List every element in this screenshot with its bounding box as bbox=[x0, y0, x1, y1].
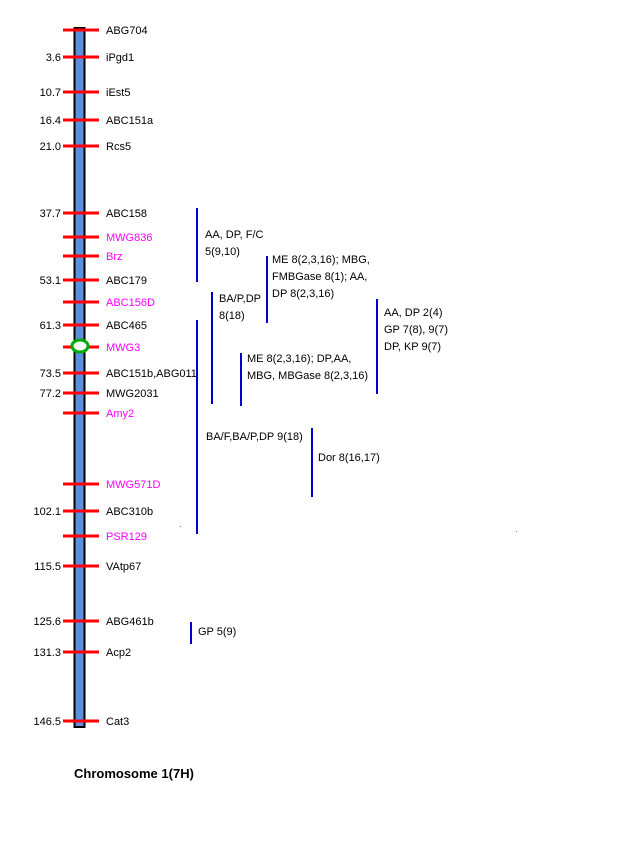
marker-label: Brz bbox=[106, 251, 123, 263]
stray-dot bbox=[180, 526, 181, 527]
qtl-label: Dor 8(16,17) bbox=[318, 452, 380, 464]
chromosome-bar bbox=[73, 27, 86, 728]
marker-position: 77.2 bbox=[40, 388, 61, 400]
qtl-label: ME 8(2,3,16); MBG, bbox=[272, 254, 370, 266]
marker-label: MWG3 bbox=[106, 342, 140, 354]
marker-label: ABG704 bbox=[106, 25, 148, 37]
marker-label: ABG461b bbox=[106, 616, 154, 628]
marker-label: ABC151b,ABG011 bbox=[106, 368, 197, 380]
marker-position: 115.5 bbox=[34, 561, 61, 573]
marker-label: iPgd1 bbox=[106, 52, 134, 64]
marker-label: ABC310b bbox=[106, 506, 153, 518]
qtl-label: GP 7(8), 9(7) bbox=[384, 324, 448, 336]
qtl-label: AA, DP, F/C bbox=[205, 229, 264, 241]
marker-position: 146.5 bbox=[33, 716, 61, 728]
marker-label: ABC158 bbox=[106, 208, 147, 220]
marker-position: 37.7 bbox=[40, 208, 61, 220]
marker-label: ABC179 bbox=[106, 275, 147, 287]
marker-position: 125.6 bbox=[33, 616, 61, 628]
marker-label: ABC151a bbox=[106, 115, 154, 127]
marker-label: VAtp67 bbox=[106, 561, 141, 573]
qtl-label: 8(18) bbox=[219, 310, 245, 322]
marker-position: 10.7 bbox=[40, 87, 61, 99]
marker-position: 3.6 bbox=[46, 52, 61, 64]
marker-position: 21.0 bbox=[40, 141, 61, 153]
marker-label: MWG2031 bbox=[106, 388, 159, 400]
marker-label: iEst5 bbox=[106, 87, 130, 99]
marker-position: 61.3 bbox=[40, 320, 61, 332]
marker-label: Cat3 bbox=[106, 716, 129, 728]
centromere-marker bbox=[70, 338, 90, 354]
marker-position: 73.5 bbox=[40, 368, 61, 380]
marker-position: 53.1 bbox=[40, 275, 61, 287]
marker-label: Amy2 bbox=[106, 408, 134, 420]
marker-label: MWG571D bbox=[106, 479, 160, 491]
qtl-label: AA, DP 2(4) bbox=[384, 307, 443, 319]
marker-label: ABC156D bbox=[106, 297, 155, 309]
qtl-label: DP, KP 9(7) bbox=[384, 341, 441, 353]
marker-label: Acp2 bbox=[106, 647, 131, 659]
qtl-label: BA/F,BA/P,DP 9(18) bbox=[206, 431, 303, 443]
marker-label: MWG836 bbox=[106, 232, 152, 244]
qtl-label: ME 8(2,3,16); DP,AA, bbox=[247, 353, 351, 365]
marker-position: 102.1 bbox=[33, 506, 61, 518]
marker-label: PSR129 bbox=[106, 531, 147, 543]
stray-dot bbox=[516, 531, 517, 532]
qtl-label: BA/P,DP bbox=[219, 293, 261, 305]
qtl-label: MBG, MBGase 8(2,3,16) bbox=[247, 370, 368, 382]
qtl-label: DP 8(2,3,16) bbox=[272, 288, 334, 300]
marker-position: 131.3 bbox=[33, 647, 61, 659]
marker-label: ABC465 bbox=[106, 320, 147, 332]
marker-position: 16.4 bbox=[40, 115, 61, 127]
qtl-label: GP 5(9) bbox=[198, 626, 236, 638]
qtl-label: 5(9,10) bbox=[205, 246, 240, 258]
marker-label: Rcs5 bbox=[106, 141, 131, 153]
qtl-label: FMBGase 8(1); AA, bbox=[272, 271, 367, 283]
chromosome-title: Chromosome 1(7H) bbox=[74, 766, 194, 781]
